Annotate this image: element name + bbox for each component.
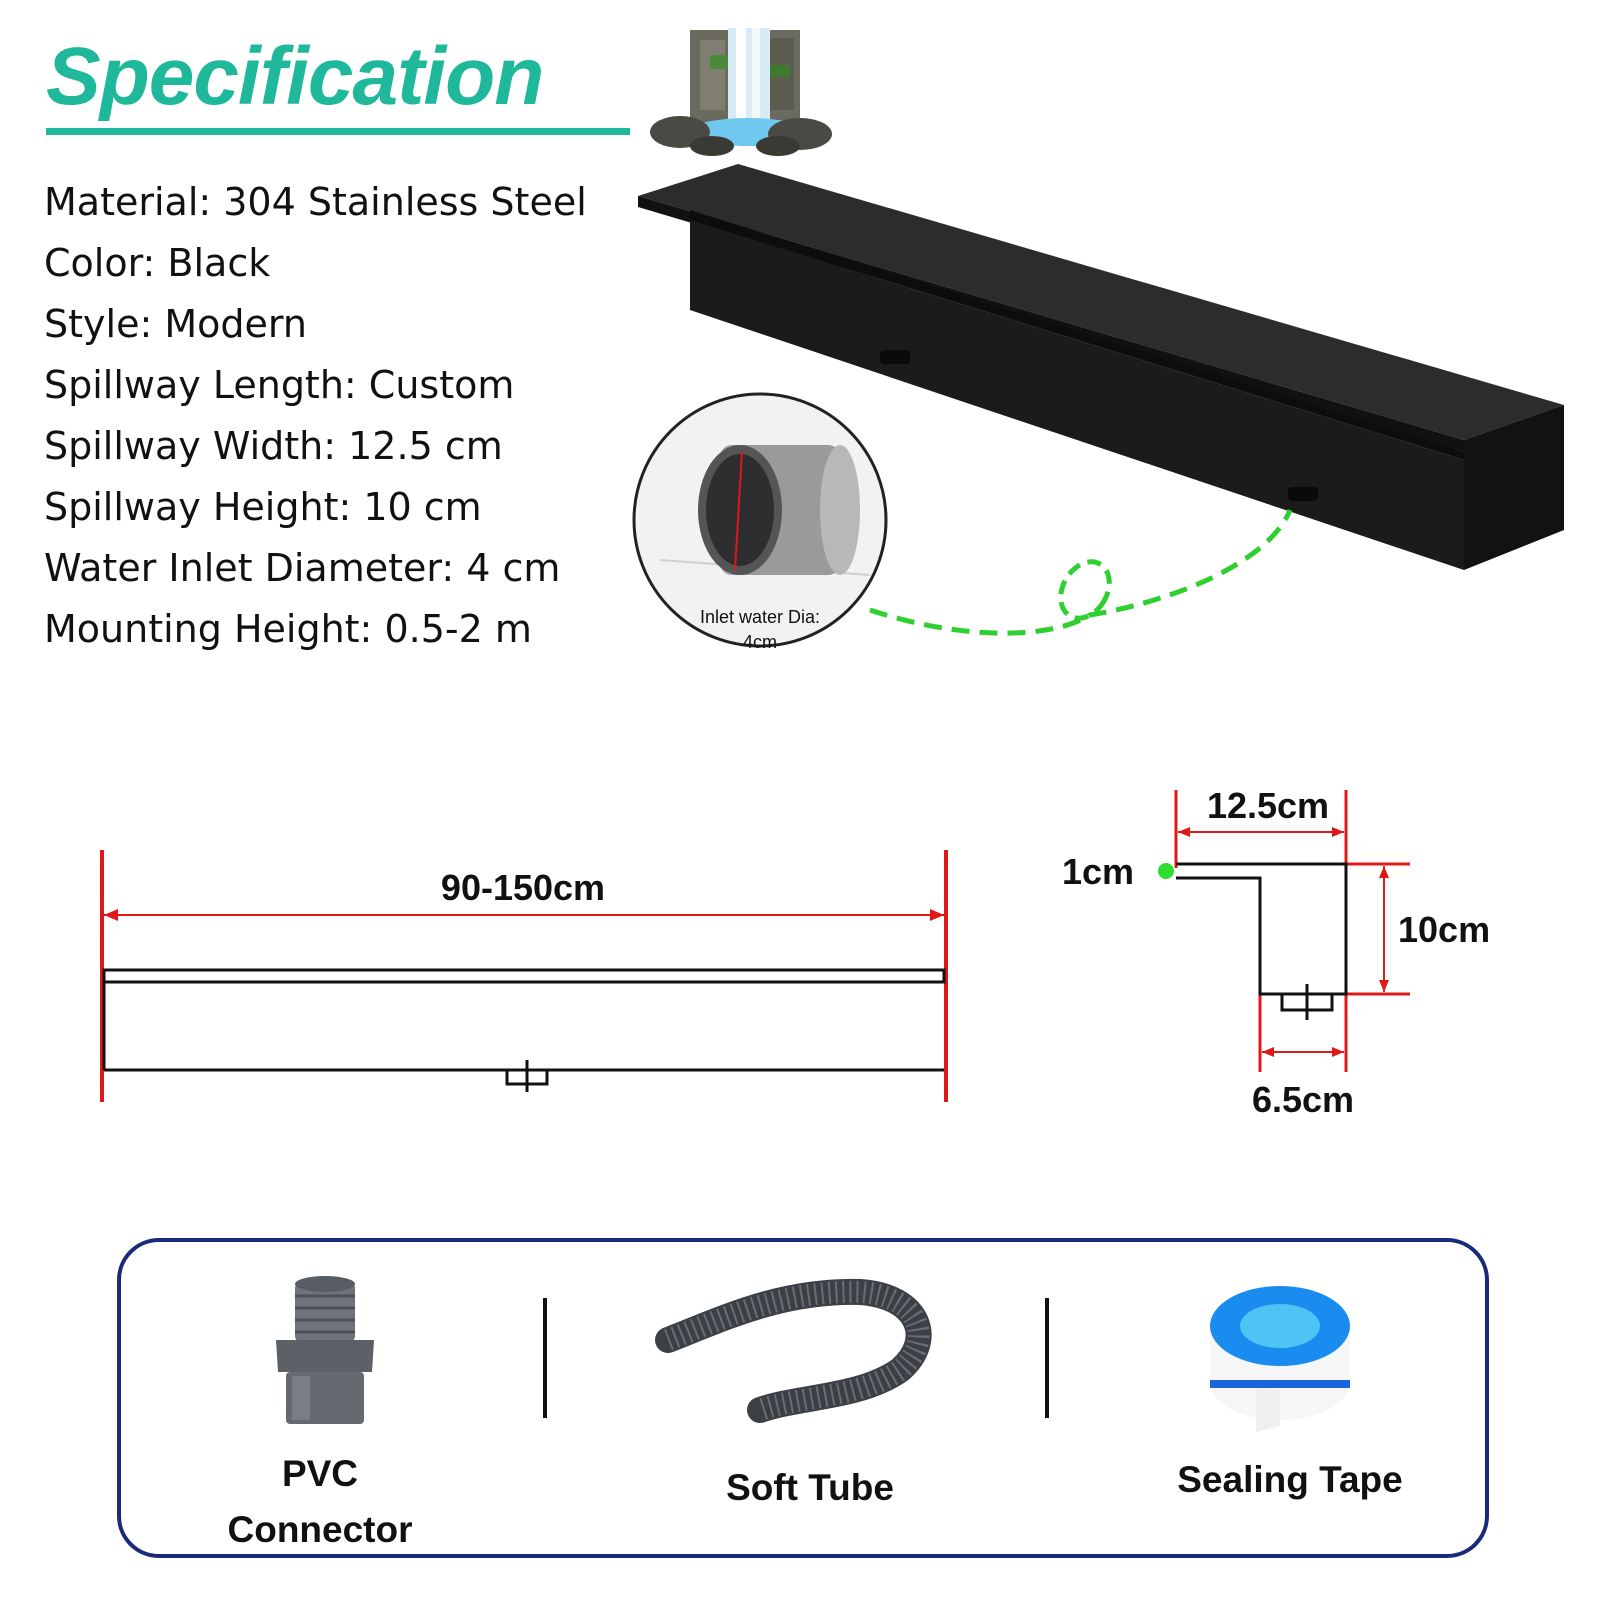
- callout-dashed-path: [869, 509, 1293, 636]
- technical-drawing: 90-150cm 12.5cm 1cm 10cm 6.5cm: [100, 785, 1490, 1120]
- base-label: 6.5cm: [1252, 1079, 1354, 1120]
- title-underline: [46, 128, 630, 135]
- accessory-label-line1: PVC: [281, 1453, 359, 1494]
- waterfall-thumbnail: [650, 28, 832, 156]
- spec-style: Style: Modern: [44, 302, 307, 346]
- length-label: 90-150cm: [441, 867, 605, 908]
- spec-inlet-diameter: Water Inlet Diameter: 4 cm: [44, 546, 561, 590]
- inlet-caption-line1: Inlet water Dia:: [700, 607, 820, 627]
- accessory-label-line2: Connector: [227, 1509, 413, 1550]
- inlet-caption-line2: 4cm: [743, 632, 777, 652]
- side-view-drawing: [100, 850, 948, 1102]
- spillway-render: [638, 164, 1564, 570]
- profile-view-drawing: [1158, 790, 1410, 1072]
- soft-tube-image: [655, 1278, 932, 1423]
- spec-width: Spillway Width: 12.5 cm: [44, 424, 503, 468]
- spec-mounting-height: Mounting Height: 0.5-2 m: [44, 607, 532, 651]
- spec-material: Material: 304 Stainless Steel: [44, 180, 587, 224]
- height-label: 10cm: [1398, 909, 1490, 950]
- sealing-tape-image: [1210, 1286, 1350, 1432]
- accessories-panel: [117, 1238, 1489, 1558]
- page-title: Specification: [46, 31, 544, 122]
- spec-length: Spillway Length: Custom: [44, 363, 515, 407]
- spec-color: Color: Black: [44, 241, 271, 285]
- lip-marker: [1158, 863, 1174, 879]
- product-illustration: [632, 28, 1564, 648]
- spec-height: Spillway Height: 10 cm: [44, 485, 482, 529]
- inlet-detail: [632, 392, 888, 648]
- accessory-sealing-tape: Sealing Tape: [1150, 1452, 1430, 1508]
- accessory-pvc-connector: PVC Connector: [220, 1446, 420, 1558]
- accessory-divider: [1045, 1298, 1049, 1418]
- spec-list: Material: 304 Stainless Steel Color: Bla…: [44, 172, 587, 660]
- accessory-label-line1: Sealing Tape: [1177, 1459, 1403, 1500]
- accessory-soft-tube: Soft Tube: [680, 1460, 940, 1516]
- accessory-divider: [543, 1298, 547, 1418]
- accessory-label-line1: Soft Tube: [726, 1467, 894, 1508]
- width-label: 12.5cm: [1207, 785, 1329, 826]
- pvc-connector-image: [276, 1276, 374, 1424]
- lip-label: 1cm: [1062, 851, 1134, 892]
